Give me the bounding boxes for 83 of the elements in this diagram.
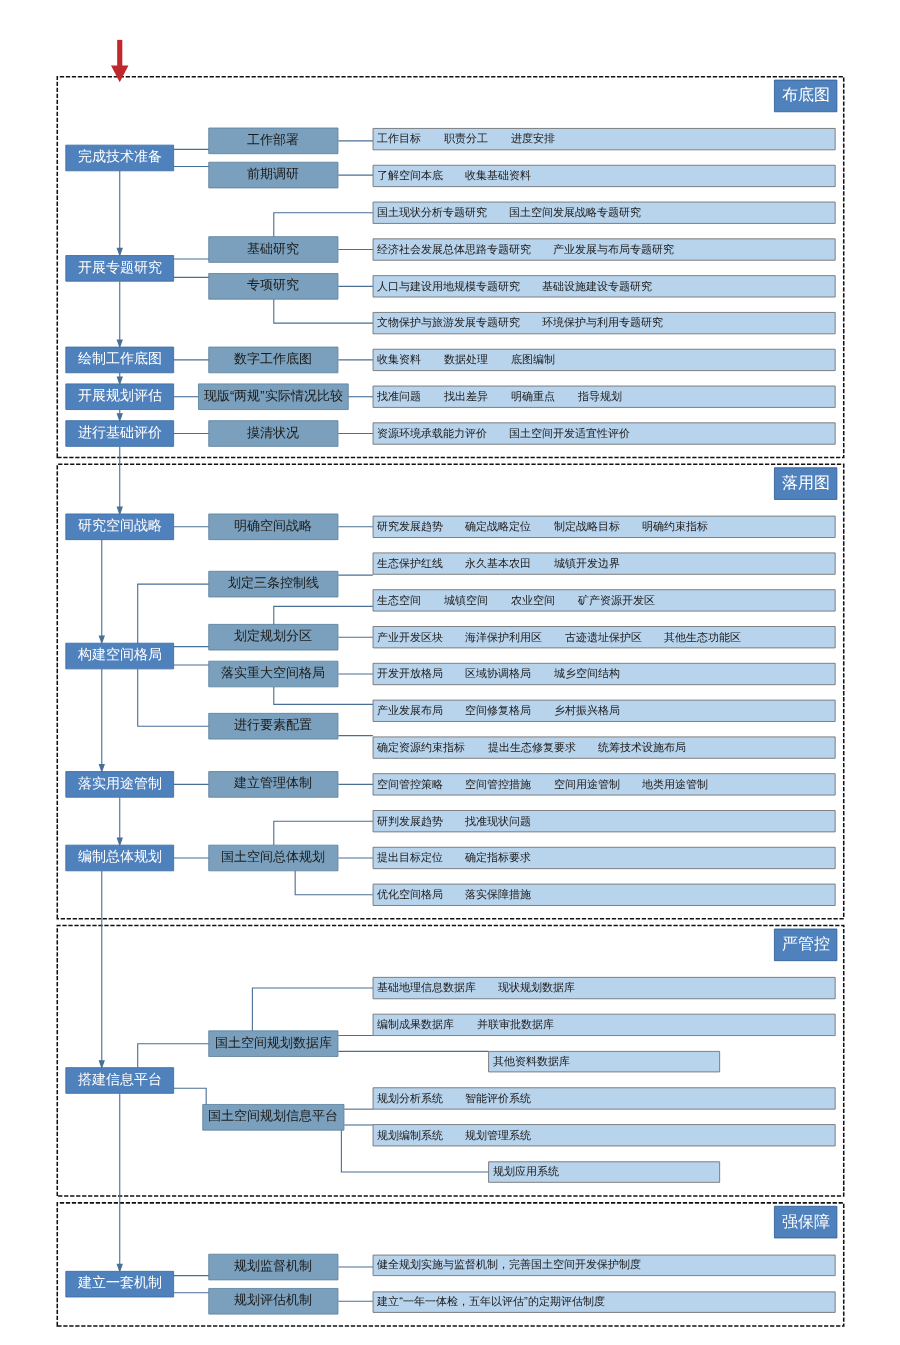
connector bbox=[340, 1129, 489, 1173]
node-box: 完成技术准备 bbox=[64, 144, 174, 172]
connector bbox=[251, 987, 373, 1032]
connector bbox=[272, 686, 373, 705]
node-box: 开展规划评估 bbox=[64, 383, 174, 410]
node-box: 绘制工作底图 bbox=[64, 346, 174, 374]
connector bbox=[337, 526, 373, 528]
connector bbox=[172, 783, 209, 785]
node-box: 搭建信息平台 bbox=[64, 1067, 174, 1094]
connector bbox=[172, 432, 209, 435]
node-box: 研究空间战略 bbox=[64, 513, 174, 541]
connector bbox=[343, 1108, 373, 1110]
arrow bbox=[110, 39, 128, 83]
connector bbox=[337, 1050, 489, 1052]
node-box: 建立一套机制 bbox=[64, 1270, 174, 1298]
node-box: 编制总体规划 bbox=[64, 844, 174, 872]
connector bbox=[337, 857, 373, 859]
connector bbox=[343, 1124, 373, 1126]
connector bbox=[337, 783, 373, 785]
node-box: 工作部署 bbox=[207, 127, 338, 155]
node-box: 明确空间战略 bbox=[207, 513, 338, 541]
connector bbox=[172, 1275, 209, 1277]
arrow bbox=[116, 170, 123, 257]
node-box: 专项研究 bbox=[207, 273, 338, 300]
node-box: 规划监督机制 bbox=[207, 1253, 338, 1281]
connector bbox=[272, 298, 373, 324]
node-box: 构建空间格局 bbox=[64, 642, 174, 670]
connector bbox=[272, 605, 373, 625]
node-box: 摸清状况 bbox=[207, 420, 338, 447]
node-box: 现版“两规”实际情况比较 bbox=[197, 383, 349, 410]
node-box: 划定规划分区 bbox=[207, 623, 338, 651]
connector bbox=[337, 636, 373, 638]
connector bbox=[337, 285, 373, 287]
connector bbox=[337, 574, 373, 576]
connector bbox=[136, 1043, 209, 1069]
node-box: 进行基础评价 bbox=[64, 420, 174, 447]
connector bbox=[172, 276, 209, 278]
connector bbox=[172, 1292, 209, 1294]
connector bbox=[347, 396, 373, 398]
arrow bbox=[116, 1093, 123, 1273]
arrow bbox=[98, 870, 105, 1070]
node-box: 划定三条控制线 bbox=[207, 570, 338, 598]
connector bbox=[337, 673, 373, 675]
connector bbox=[272, 820, 373, 846]
connector bbox=[337, 1035, 373, 1037]
connector bbox=[337, 432, 373, 435]
connector bbox=[172, 526, 209, 528]
arrow bbox=[116, 797, 123, 847]
node-box: 前期调研 bbox=[207, 161, 338, 189]
arrow bbox=[116, 280, 123, 349]
connector bbox=[172, 258, 209, 260]
connector bbox=[337, 359, 373, 361]
connector bbox=[294, 870, 373, 896]
connector bbox=[136, 583, 209, 644]
connector bbox=[337, 1266, 373, 1268]
connector bbox=[337, 140, 373, 142]
connector bbox=[172, 148, 209, 150]
node-box: 建立管理体制 bbox=[207, 771, 338, 798]
connector bbox=[172, 359, 209, 361]
connector bbox=[272, 212, 373, 238]
connector bbox=[172, 664, 209, 666]
connector bbox=[172, 165, 209, 168]
node-box: 开展专题研究 bbox=[64, 255, 174, 282]
node-box: 落实重大空间格局 bbox=[207, 660, 338, 688]
arrow bbox=[116, 445, 123, 516]
node-box: 落实用途管制 bbox=[64, 771, 174, 798]
connector bbox=[337, 735, 373, 737]
connector bbox=[136, 668, 209, 727]
connector bbox=[172, 396, 199, 398]
connector bbox=[172, 857, 209, 859]
node-box: 数字工作底图 bbox=[207, 346, 338, 374]
node-box: 进行要素配置 bbox=[207, 712, 338, 740]
node-box: 国土空间规划信息平台 bbox=[201, 1104, 344, 1131]
node-box: 基础研究 bbox=[207, 236, 338, 263]
connector bbox=[172, 646, 209, 648]
connector bbox=[337, 248, 373, 251]
node-box: 国土空间总体规划 bbox=[207, 844, 338, 872]
node-box: 国土空间规划数据库 bbox=[207, 1030, 338, 1057]
connector bbox=[337, 1300, 373, 1302]
node-box: 规划评估机制 bbox=[207, 1288, 338, 1315]
arrow bbox=[98, 539, 105, 645]
arrow bbox=[98, 668, 105, 773]
connector bbox=[337, 174, 373, 176]
